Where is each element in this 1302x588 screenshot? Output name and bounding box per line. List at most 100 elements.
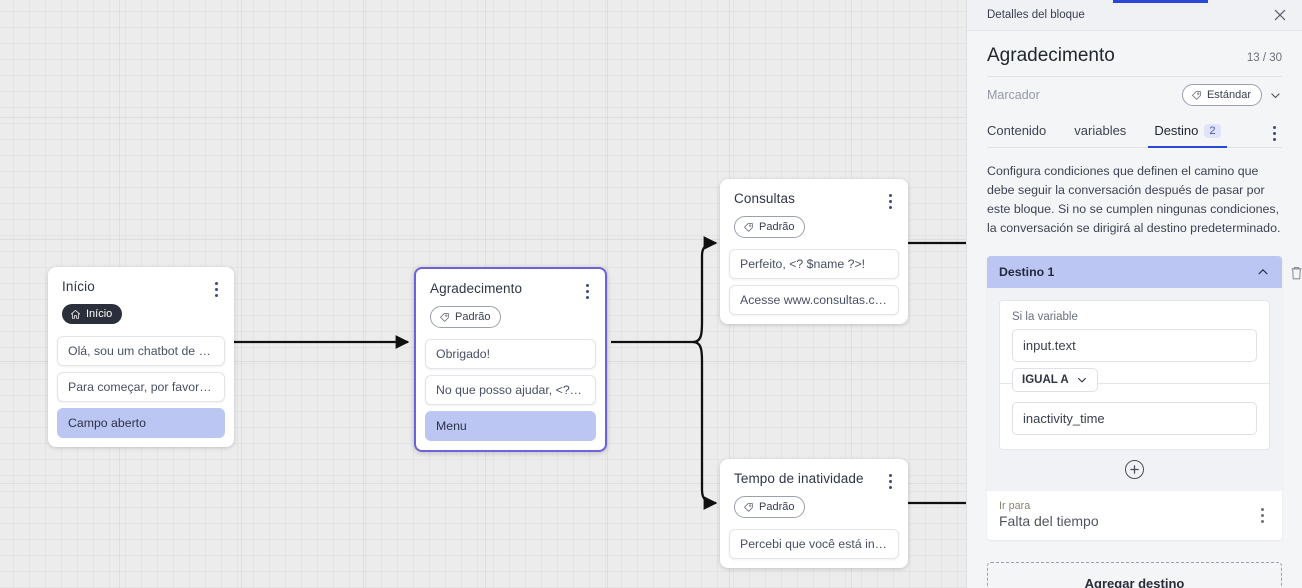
node-badge-row: Início: [48, 297, 234, 336]
panel-topbar: Detalles del bloque: [967, 0, 1302, 31]
marker-control[interactable]: Estándar: [1181, 84, 1282, 107]
marker-label: Marcador: [987, 88, 1040, 103]
condition-label: Si la variable: [1012, 310, 1078, 323]
edge-to-inatividade: [692, 340, 718, 510]
flow-edges: [233, 236, 966, 510]
tab-badge: 2: [1204, 123, 1221, 138]
node-message[interactable]: Campo aberto: [57, 407, 225, 438]
node-badge-row: Padrão: [720, 489, 908, 529]
node-message[interactable]: Olá, sou um chatbot de teste!: [57, 335, 225, 366]
tab-label: Contenido: [987, 123, 1047, 139]
flow-node-agradecimento[interactable]: Agradecimento Padrão Obrigado! No que po…: [414, 267, 607, 453]
node-badge[interactable]: Padrão: [430, 306, 502, 329]
tag-icon: [440, 312, 449, 322]
marker-badge[interactable]: Estándar: [1181, 84, 1262, 107]
node-menu-icon[interactable]: [579, 281, 595, 299]
tabs-more-icon[interactable]: [1266, 123, 1282, 142]
node-badge-label: Padrão: [455, 311, 491, 323]
operator-row: IGUAL A: [1000, 367, 1269, 398]
node-message-list: Olá, sou um chatbot de teste! Para começ…: [48, 335, 234, 447]
goto-label: Ir para: [999, 499, 1031, 512]
tab-contenido[interactable]: Contenido: [987, 117, 1046, 147]
node-message-list: Perfeito, <? $name ?>! Acesse www.consul…: [720, 249, 908, 324]
node-badge[interactable]: Padrão: [734, 216, 806, 239]
flow-node-tempo-inatividade[interactable]: Tempo de inatividade Padrão Percebi que …: [720, 459, 908, 569]
node-badge-row: Padrão: [720, 209, 908, 249]
node-message[interactable]: Perfeito, <? $name ?>!: [729, 249, 899, 280]
flow-canvas[interactable]: Início Início Olá, sou um chatbot de tes…: [0, 0, 966, 588]
destination-header[interactable]: Destino 1: [987, 255, 1282, 288]
page-title: Agradecimento: [987, 45, 1115, 66]
add-condition-row: [999, 450, 1270, 491]
panel-tabs: Contenido variables Destino 2: [987, 117, 1282, 149]
compare-value-input[interactable]: inactivity_time: [1012, 401, 1257, 435]
condition-card: Si la variable input.text IGUAL A inacti…: [999, 299, 1270, 450]
node-message[interactable]: Menu: [425, 411, 596, 442]
char-counter: 13 / 30: [1246, 52, 1282, 64]
node-message-list: Obrigado! No que posso ajudar, <? $name …: [416, 339, 605, 450]
tag-icon: [1192, 90, 1201, 100]
node-title: Início: [62, 279, 95, 294]
destination-body: Si la variable input.text IGUAL A inacti…: [987, 287, 1282, 491]
plus-circle-icon[interactable]: [1125, 459, 1144, 479]
node-menu-icon[interactable]: [208, 279, 224, 297]
destination-inner: Destino 1 Si la variable input.text IGUA…: [987, 255, 1282, 540]
home-icon: [70, 309, 81, 319]
node-header: Consultas: [720, 179, 908, 209]
tab-destino[interactable]: Destino 2: [1148, 117, 1227, 149]
node-message[interactable]: No que posso ajudar, <? $name ...: [425, 375, 596, 406]
node-message[interactable]: Para começar, por favor digite o ...: [57, 371, 225, 402]
goto-text: Ir para Falta del tiempo: [999, 500, 1099, 529]
chevron-down-icon[interactable]: [1269, 89, 1282, 102]
chevron-up-icon[interactable]: [1256, 265, 1270, 279]
variable-input[interactable]: input.text: [1012, 328, 1257, 362]
goto-row[interactable]: Ir para Falta del tiempo: [987, 490, 1282, 540]
top-progress-bar: [1113, 0, 1208, 3]
node-message[interactable]: Obrigado!: [425, 339, 596, 370]
tag-icon: [744, 222, 753, 232]
panel-topbar-title: Detalles del bloque: [987, 9, 1085, 21]
node-title: Agradecimento: [430, 281, 523, 296]
node-badge-row: Padrão: [416, 299, 605, 339]
tab-label: Destino: [1154, 123, 1199, 139]
node-badge-label: Início: [86, 308, 113, 320]
node-badge[interactable]: Início: [62, 304, 123, 325]
panel-title-row: Agradecimento 13 / 30: [967, 31, 1302, 76]
node-badge-label: Padrão: [759, 501, 795, 513]
node-badge[interactable]: Padrão: [734, 496, 806, 519]
destination-header-label: Destino 1: [999, 264, 1055, 279]
node-header: Início: [48, 267, 234, 297]
goto-more-icon[interactable]: [1254, 505, 1270, 524]
node-menu-icon[interactable]: [882, 471, 898, 489]
node-message[interactable]: Percebi que você está inativo. C...: [729, 529, 899, 560]
node-header: Tempo de inatividade: [720, 459, 908, 489]
operator-select[interactable]: IGUAL A: [1012, 367, 1098, 392]
goto-value: Falta del tiempo: [999, 512, 1099, 529]
panel-description: Configura condiciones que definen el cam…: [987, 164, 1281, 235]
destination-card: Destino 1 Si la variable input.text IGUA…: [987, 255, 1302, 540]
tab-label: variables: [1074, 123, 1127, 139]
node-message[interactable]: Acesse www.consultas.com par...: [729, 285, 899, 316]
node-message-list: Percebi que você está inativo. C...: [720, 529, 908, 568]
edge-to-consultas: [692, 236, 718, 344]
flow-node-inicio[interactable]: Início Início Olá, sou um chatbot de tes…: [48, 267, 234, 447]
block-details-panel: Detalles del bloque Agradecimento 13 / 3…: [966, 0, 1302, 588]
tab-variables[interactable]: variables: [1074, 117, 1126, 147]
node-title: Tempo de inatividade: [734, 471, 864, 486]
marker-row: Marcador Estándar: [987, 76, 1282, 115]
tag-icon: [744, 502, 753, 512]
flow-node-consultas[interactable]: Consultas Padrão Perfeito, <? $name ?>! …: [720, 179, 908, 325]
chevron-down-icon: [1077, 377, 1086, 383]
operator-label: IGUAL A: [1022, 373, 1069, 386]
node-menu-icon[interactable]: [882, 191, 898, 209]
operator-divider: [1000, 382, 1269, 384]
marker-badge-label: Estándar: [1206, 89, 1251, 101]
node-header: Agradecimento: [416, 269, 605, 299]
add-destination-label: Agregar destino: [1084, 576, 1185, 588]
node-badge-label: Padrão: [759, 221, 795, 233]
add-destination-button[interactable]: Agregar destino: [987, 561, 1282, 588]
node-title: Consultas: [734, 191, 795, 206]
trash-icon[interactable]: [1289, 265, 1302, 286]
close-icon[interactable]: [1271, 6, 1289, 24]
